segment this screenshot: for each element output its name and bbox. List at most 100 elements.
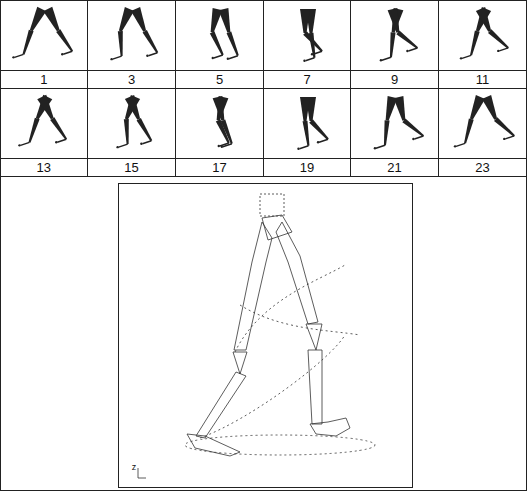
toe-dot	[146, 55, 148, 57]
shank	[56, 29, 73, 52]
shank	[227, 31, 239, 56]
shank	[143, 30, 159, 53]
shank	[384, 120, 390, 145]
frame-number: 15	[124, 160, 138, 175]
foot	[15, 54, 24, 57]
foot	[313, 51, 322, 54]
thigh	[300, 9, 310, 33]
frame-number: 3	[128, 72, 135, 87]
thigh	[125, 95, 140, 120]
toe-dot	[374, 147, 376, 149]
leg-figure	[213, 96, 233, 148]
foot	[63, 51, 72, 54]
toe-dot	[303, 60, 305, 62]
toe-dot	[116, 146, 118, 148]
dashed-box	[260, 194, 284, 216]
toe-dot	[412, 138, 414, 140]
toe-dot	[460, 57, 462, 59]
right-thigh	[276, 222, 318, 324]
right-foot	[310, 418, 350, 436]
foot	[21, 142, 30, 145]
foot	[499, 48, 508, 51]
foot	[214, 55, 223, 58]
leg-figure	[374, 96, 424, 150]
toe-dot	[503, 138, 505, 140]
leg-figure	[110, 7, 158, 60]
toe-dot	[218, 145, 220, 147]
frame-number: 21	[387, 160, 401, 175]
leg-figure	[12, 7, 73, 59]
grid-line	[0, 176, 527, 177]
toe-dot	[454, 145, 456, 147]
shank	[124, 119, 129, 144]
shank	[303, 121, 310, 146]
left-foot	[187, 434, 240, 456]
thigh	[386, 96, 398, 121]
shank	[470, 31, 480, 56]
grid-line	[438, 0, 439, 176]
axis-z	[138, 468, 139, 478]
thigh	[388, 8, 400, 33]
foot	[299, 146, 308, 149]
shank	[309, 119, 329, 140]
foot	[382, 57, 391, 60]
foot	[119, 144, 128, 147]
toe-dot	[221, 146, 223, 148]
toe-dot	[297, 148, 299, 150]
toe-dot	[380, 59, 382, 61]
foot	[113, 56, 122, 59]
trajectory	[240, 305, 360, 335]
toe-dot	[55, 141, 57, 143]
toe-dot	[212, 57, 214, 59]
foot	[142, 141, 151, 144]
left-shank	[196, 372, 246, 438]
axis-label: z	[132, 462, 137, 472]
frame-number: 23	[475, 160, 489, 175]
leg-figure	[460, 7, 509, 59]
foot	[456, 143, 465, 146]
leg-figure	[210, 8, 239, 60]
shank	[402, 118, 424, 136]
toe-dot	[406, 50, 408, 52]
foot	[408, 48, 417, 51]
shank	[494, 117, 515, 136]
grid-line	[87, 0, 88, 176]
thigh	[37, 95, 53, 119]
frame-number: 13	[37, 160, 51, 175]
left-thigh	[234, 222, 272, 350]
frame-number: 17	[212, 160, 226, 175]
trajectory	[235, 265, 345, 352]
shank	[23, 30, 34, 55]
leg-figure	[116, 95, 152, 148]
leg-figure	[380, 8, 418, 62]
right-shank	[308, 350, 322, 424]
foot	[305, 58, 314, 61]
leg-figure	[454, 95, 515, 147]
grid-line	[175, 0, 176, 176]
frame-number: 5	[216, 72, 223, 87]
thigh	[476, 7, 491, 32]
shank	[50, 117, 67, 140]
shank	[303, 31, 323, 52]
toe-dot	[497, 50, 499, 52]
foot	[505, 136, 514, 139]
thigh	[300, 97, 310, 121]
foot	[148, 53, 157, 56]
toe-dot	[18, 144, 20, 146]
thigh	[470, 95, 485, 120]
shank	[396, 30, 418, 48]
shank	[210, 31, 224, 55]
grid-line	[350, 0, 351, 176]
foot	[462, 55, 471, 58]
leg-figure	[297, 97, 329, 150]
thigh	[30, 7, 46, 31]
foot	[57, 139, 66, 142]
foot	[319, 139, 328, 142]
thigh	[125, 95, 140, 120]
leg-figure	[300, 9, 323, 62]
thigh	[211, 8, 223, 33]
pelvis	[262, 215, 292, 240]
shank	[464, 119, 474, 144]
